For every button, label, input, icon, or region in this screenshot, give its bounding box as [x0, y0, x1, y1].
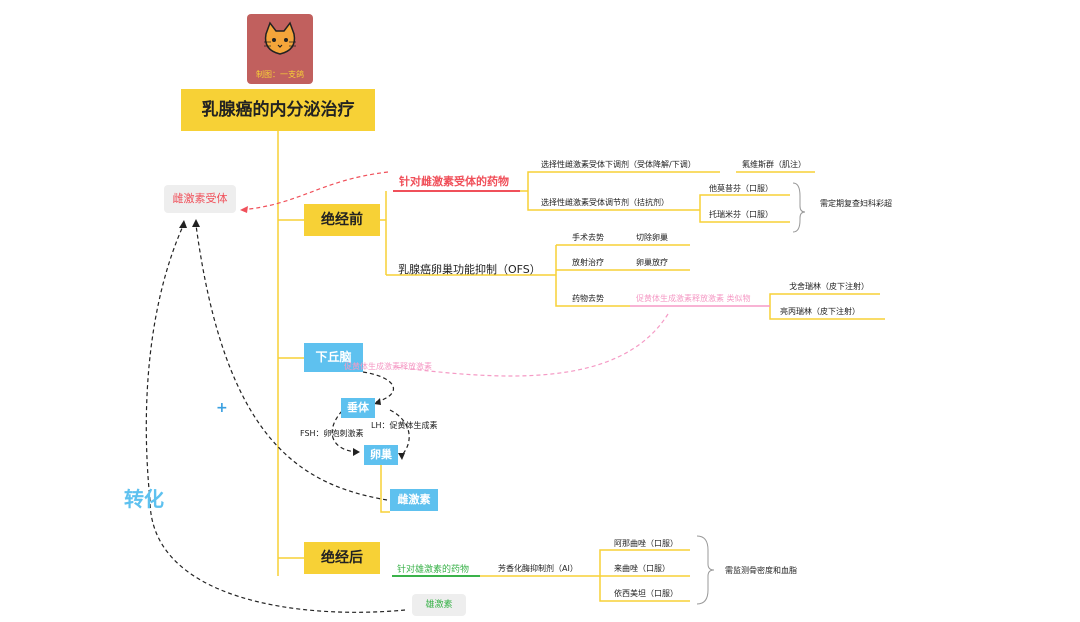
estrogen-receptor-node: 雌激素受体	[164, 185, 236, 213]
androgen-drugs-label: 针对雄激素的药物	[397, 565, 470, 575]
surgery-detail: 切除卵巢	[636, 233, 668, 242]
ofs-label: 乳腺癌卵巢功能抑制（OFS）	[398, 263, 541, 276]
goserelin-label: 戈舍瑞林（皮下注射）	[789, 282, 869, 291]
letrozole-label: 来曲唑（口服）	[614, 564, 670, 573]
conversion-label: 转化	[124, 487, 164, 511]
serm-note: 需定期复查妇科彩超	[820, 199, 892, 208]
cat-face-icon	[264, 21, 296, 55]
gnrh-hormone-label: 促黄体生成激素释放激素	[344, 362, 432, 371]
hypothalamus-node: 下丘脑	[304, 343, 363, 372]
serm-label: 选择性雌激素受体调节剂（拮抗剂）	[541, 198, 669, 207]
fsh-label: FSH：卵泡刺激素	[300, 429, 364, 438]
page-title: 乳腺癌的内分泌治疗	[181, 89, 375, 131]
serd-label: 选择性雌激素受体下调剂（受体降解/下调）	[541, 160, 696, 169]
leuprorelin-label: 亮丙瑞林（皮下注射）	[780, 307, 860, 316]
logo-card: 制图：一支鸽	[247, 14, 313, 84]
fulvestrant-label: 氟维斯群（肌注）	[742, 160, 806, 169]
lh-label: LH：促黄体生成素	[371, 421, 438, 430]
premenopausal-node: 绝经前	[304, 204, 380, 236]
anastrozole-label: 阿那曲唑（口服）	[614, 539, 678, 548]
radiation-label: 放射治疗	[572, 258, 604, 267]
ai-note: 需监测骨密度和血脂	[725, 566, 797, 575]
receptor-drugs-label: 针对雌激素受体的药物	[399, 175, 509, 188]
stimulation-plus-sign: +	[216, 400, 228, 416]
pituitary-node: 垂体	[341, 398, 375, 418]
gnrh-analog-label: 促黄体生成激素释放激素 类似物	[636, 294, 751, 303]
drug-castration-label: 药物去势	[572, 294, 604, 303]
exemestane-label: 依西美坦（口服）	[614, 589, 678, 598]
surgery-label: 手术去势	[572, 233, 604, 242]
radiation-detail: 卵巢放疗	[636, 258, 668, 267]
postmenopausal-node: 绝经后	[304, 542, 380, 574]
logo-credit: 制图：一支鸽	[256, 70, 304, 79]
tamoxifen-label: 他莫昔芬（口服）	[709, 184, 773, 193]
estrogen-node: 雌激素	[390, 489, 438, 511]
ai-label: 芳香化酶抑制剂（AI）	[498, 564, 578, 573]
ovary-node: 卵巢	[364, 445, 398, 465]
toremifene-label: 托瑞米芬（口服）	[709, 210, 773, 219]
androgen-node: 雄激素	[412, 594, 466, 616]
